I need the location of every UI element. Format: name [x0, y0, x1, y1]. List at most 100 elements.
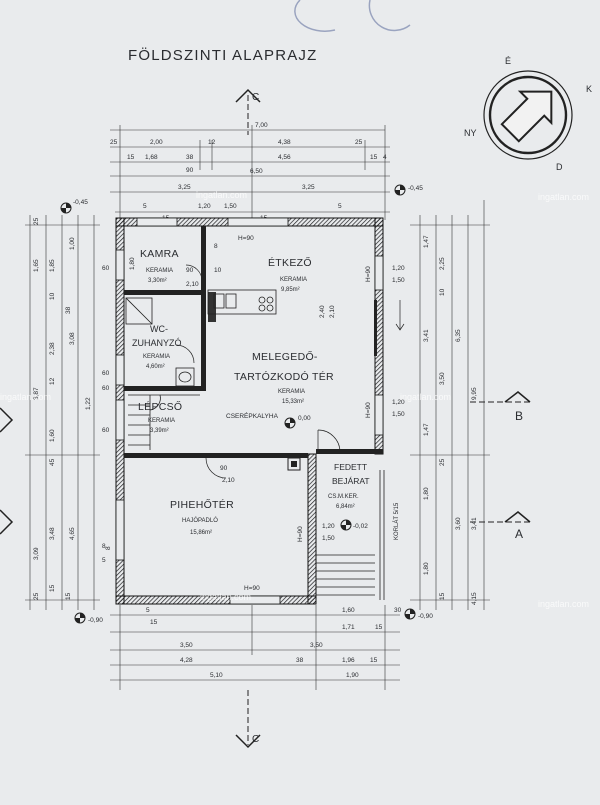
room-bejarat-name2: BEJÁRAT — [332, 476, 370, 486]
section-label-b: B — [515, 409, 523, 423]
dim-top-r5b: 3,25 — [302, 184, 315, 191]
dim-left-5: 38 — [65, 306, 72, 314]
dim-left-2: 1,65 — [33, 259, 40, 272]
dim-inner-18: 5 — [102, 557, 106, 564]
dim-bottom-b3b: 3,50 — [310, 642, 323, 649]
room-tartozkodo-name2: TARTÓZKODÓ TÉR — [234, 370, 334, 383]
dim-top-r6b: 1,20 — [198, 203, 211, 210]
level-inner-m002: -0,02 — [353, 523, 368, 530]
room-pihenoter-area: 15,86m² — [190, 530, 212, 536]
dim-inner-4: 60 — [102, 265, 110, 272]
dim-right-9: 1,80 — [423, 487, 430, 500]
level-mark-top-left: -0,45 — [60, 199, 88, 214]
dim-right-8: 25 — [439, 458, 446, 466]
section-label-a: A — [515, 527, 523, 541]
entry-steps — [316, 470, 385, 600]
dim-bottom-b1a: 5 — [146, 607, 150, 614]
dim-inner-8: 1,50 — [392, 277, 405, 284]
stamp-remnant — [294, 0, 411, 32]
room-bejarat-floor: CS.M.KER. — [328, 494, 359, 500]
stairs — [128, 394, 200, 450]
right-dimension-lines — [410, 200, 490, 610]
label-h180-left: 1,80 — [129, 257, 136, 270]
level-bottom-left: -0,90 — [88, 617, 103, 624]
dim-right-2: 10 — [439, 288, 446, 296]
dim-bottom-b1c: 1,60 — [342, 607, 355, 614]
room-bejarat-name1: FEDETT — [334, 462, 367, 472]
watermark-bottom-right: ingatlan.com — [538, 599, 589, 609]
dim-inner-6: 60 — [102, 370, 110, 377]
dim-inner-3: 2,10 — [186, 281, 199, 288]
dim-left-9: 12 — [49, 377, 56, 385]
compass-east: K — [586, 84, 592, 94]
dim-bottom-b1d: 30 — [394, 607, 402, 614]
windows — [115, 217, 384, 605]
left-dimension-lines — [25, 215, 100, 610]
bottom-dimension-lines — [110, 605, 400, 690]
room-pihenoter: PIHEHŐTÉR HAJÓPADLÓ 15,86m² — [170, 497, 234, 536]
dim-inner-14: 2,10 — [222, 477, 235, 484]
label-h90-right: H=90 — [365, 266, 372, 282]
label-h90-top: H=90 — [238, 235, 254, 242]
dim-left-10: 1,22 — [85, 397, 92, 410]
dim-top-r6g: 90 — [186, 167, 194, 174]
dim-right-11: 3,41 — [471, 517, 478, 530]
dim-right-7: 1,47 — [423, 423, 430, 436]
dim-inner-10: 2,10 — [329, 305, 336, 318]
dim-bottom-b4a: 4,28 — [180, 657, 193, 664]
dim-right-14: 4,15 — [471, 592, 478, 605]
kitchen-counter — [207, 289, 277, 315]
dim-right-6: 3,50 — [439, 372, 446, 385]
dim-inner-12: 60 — [102, 427, 110, 434]
dim-bottom-b2b: 15 — [375, 624, 383, 631]
label-cserepkalyha: CSERÉPKALYHA — [226, 411, 279, 420]
dim-right-5: 9,95 — [471, 387, 478, 400]
compass-north: É — [505, 56, 511, 66]
room-etkezo-name: ÉTKEZŐ — [268, 255, 312, 269]
watermark-top: ingatlan.com — [196, 190, 247, 200]
room-tartozkodo-name1: MELEGEDŐ- — [252, 349, 318, 363]
door-swings — [175, 264, 405, 479]
level-mark-bottom-left: -0,90 — [74, 612, 103, 624]
dim-left-13: 3,48 — [49, 527, 56, 540]
dim-top-r2e: 25 — [110, 139, 118, 146]
dim-left-3: 1,85 — [49, 259, 56, 272]
room-lepcso-floor: KERAMIA — [148, 418, 175, 424]
dim-bottom-b5a: 5,10 — [210, 672, 223, 679]
dim-top-r3a: 15 — [127, 154, 135, 161]
dim-inner-b2: 1,50 — [392, 411, 405, 418]
dim-inner-15: 1,20 — [322, 523, 335, 530]
section-label-c-top: C — [252, 92, 259, 103]
shower-wc-fixtures — [125, 297, 195, 387]
watermark-right: ingatlan.com — [400, 392, 451, 402]
north-arrow-icon — [500, 90, 553, 143]
room-tartozkodo-floor: KERAMIA — [278, 389, 305, 395]
dim-top-r3d: 4,56 — [278, 154, 291, 161]
dim-left-7: 3,08 — [69, 332, 76, 345]
watermark-bottom: ingatlan.com — [200, 592, 251, 602]
dim-top-r5a: 3,25 — [178, 184, 191, 191]
room-kamra-floor: KERAMIA — [146, 268, 173, 274]
room-tartozkodo-area: 15,33m² — [282, 399, 304, 405]
dim-inner-9: 2,40 — [319, 305, 326, 318]
room-lepcso: LÉPCSŐ KERAMIA 3,39m² — [138, 399, 182, 434]
dim-left-18: 25 — [33, 592, 40, 600]
dim-bottom-b4b: 38 — [296, 657, 304, 664]
dim-inner-16: 1,50 — [322, 535, 335, 542]
dim-left-19: 15 — [65, 592, 72, 600]
dim-top-r6a: 5 — [143, 203, 147, 210]
dim-inner-0: 90 — [186, 267, 194, 274]
dim-left-15: 4,65 — [69, 527, 76, 540]
dim-top-r2c: 4,38 — [278, 139, 291, 146]
dim-bottom-b3a: 3,50 — [180, 642, 193, 649]
room-wc-floor: KERAMIA — [143, 354, 170, 360]
dim-left-17: 15 — [49, 584, 56, 592]
dim-left-14: 3,09 — [33, 547, 40, 560]
dim-right-0: 1,47 — [423, 235, 430, 248]
room-pihenoter-floor: HAJÓPADLÓ — [182, 517, 218, 524]
dim-bottom-b1b: 15 — [150, 619, 158, 626]
tiled-stove — [287, 457, 301, 471]
dim-top-r3b: 1,68 — [145, 154, 158, 161]
room-kamra-area: 3,30m² — [148, 278, 167, 284]
section-marker-a: A — [470, 511, 531, 541]
